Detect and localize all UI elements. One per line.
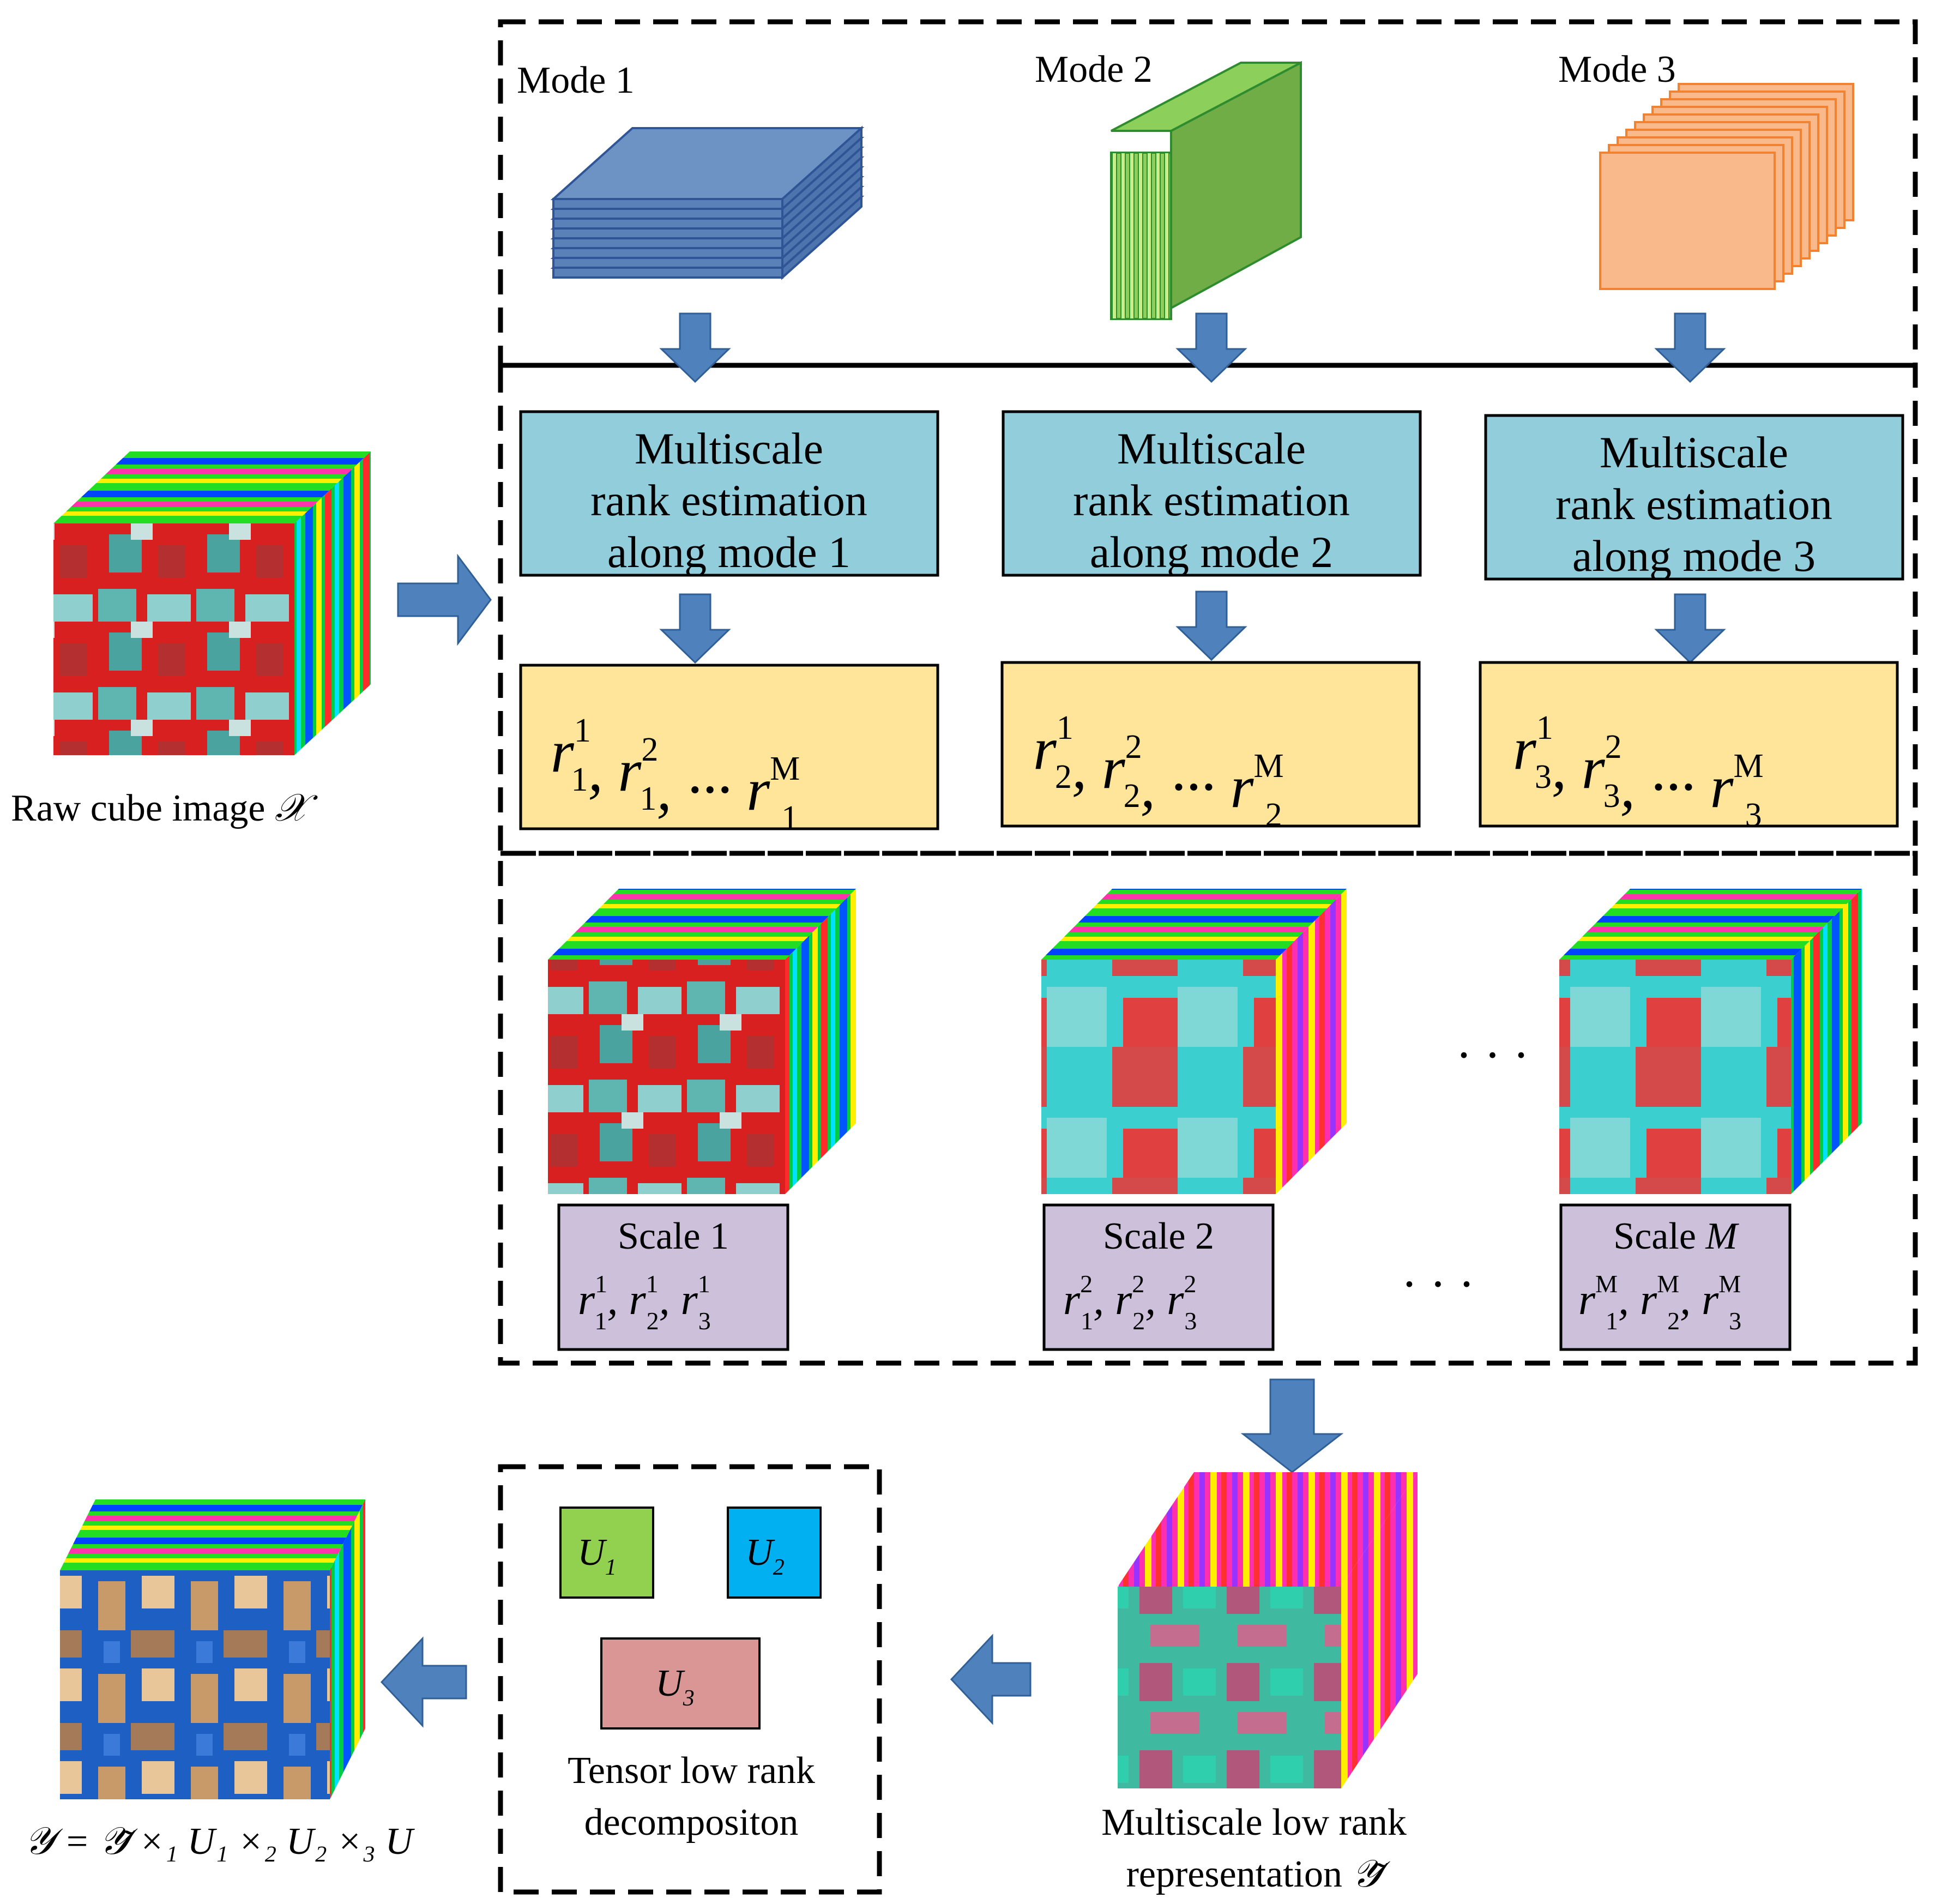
- mode-1-label: Mode 1: [517, 59, 635, 101]
- arrow-raw-to-estimation: [397, 553, 492, 646]
- mode-1-slices: [550, 125, 865, 280]
- svg-text:U1: U1: [577, 1532, 617, 1580]
- svg-text:rank estimation: rank estimation: [1073, 475, 1350, 525]
- svg-text:rank estimation: rank estimation: [1555, 479, 1832, 529]
- svg-text:Scale 2: Scale 2: [1103, 1215, 1214, 1257]
- representation-label-line1: Multiscale low rank: [1101, 1801, 1407, 1843]
- decomposition-label-line2: decompositon: [584, 1801, 799, 1843]
- svg-text:Multiscale: Multiscale: [1600, 427, 1788, 477]
- svg-text:r11, r12, r13: r11, r12, r13: [578, 1270, 711, 1335]
- mode-3-slices: [1599, 83, 1854, 290]
- svg-text:r21, r22, r23: r21, r22, r23: [1063, 1270, 1197, 1335]
- svg-text:rank estimation: rank estimation: [590, 475, 867, 525]
- svg-text:Scale M: Scale M: [1613, 1215, 1739, 1257]
- estimation-box-2: Multiscale rank estimation along mode 2: [1002, 410, 1422, 577]
- scale-1-cube: [548, 889, 856, 1194]
- scale-2-cube: [1041, 889, 1347, 1194]
- factor-u1: U1: [559, 1507, 654, 1599]
- raw-cube-label: Raw cube image 𝒳: [11, 787, 318, 829]
- estimation-box-3: Multiscale rank estimation along mode 3: [1484, 414, 1904, 581]
- decomposition-label-line1: Tensor low rank: [568, 1750, 815, 1792]
- mode-3-label: Mode 3: [1558, 49, 1676, 91]
- svg-text:U3: U3: [655, 1662, 695, 1711]
- svg-text:along mode 3: along mode 3: [1572, 531, 1816, 581]
- factor-u3: U3: [600, 1637, 761, 1730]
- scales-ellipsis-bottom: · · ·: [1401, 1257, 1475, 1311]
- output-formula: 𝒴 = 𝒴̃ ×₁ U₁ ×₂ U₂ ×₃ U: [25, 1821, 415, 1863]
- svg-text:Multiscale: Multiscale: [635, 424, 823, 473]
- mode-2-label: Mode 2: [1035, 49, 1153, 91]
- raw-cube-image: [53, 451, 371, 755]
- representation-label-line2: representation 𝒴̃: [1126, 1853, 1391, 1895]
- scale-m-cube: [1559, 889, 1862, 1194]
- representation-cube: [1118, 1472, 1418, 1788]
- svg-text:U2: U2: [745, 1532, 785, 1580]
- arrow-scales-to-representation: [1240, 1378, 1344, 1473]
- svg-text:rM1, rM2, rM3: rM1, rM2, rM3: [1578, 1270, 1741, 1335]
- factor-u2: U2: [727, 1507, 822, 1599]
- svg-text:Multiscale: Multiscale: [1117, 424, 1306, 473]
- svg-text:along mode 1: along mode 1: [607, 527, 851, 577]
- decomposition-frame: [498, 1464, 882, 1895]
- mode-2-slices: [1110, 61, 1302, 320]
- scales-ellipsis-top: · · ·: [1456, 1028, 1529, 1082]
- svg-text:r13, r23, ··· rM3: r13, r23, ··· rM3: [1513, 709, 1764, 834]
- arrow-decomposition-to-output: [380, 1636, 467, 1728]
- svg-text:Scale 1: Scale 1: [618, 1215, 729, 1257]
- estimation-box-1: Multiscale rank estimation along mode 1: [519, 410, 939, 577]
- svg-text:r12, r22, ··· rM2: r12, r22, ··· rM2: [1033, 709, 1284, 834]
- arrow-representation-to-decomposition: [950, 1634, 1032, 1725]
- svg-text:r11, r21, ··· rM1: r11, r21, ··· rM1: [551, 712, 800, 836]
- scales-frame: [498, 851, 1918, 1366]
- svg-text:along mode 2: along mode 2: [1090, 527, 1333, 577]
- output-cube: [60, 1499, 365, 1799]
